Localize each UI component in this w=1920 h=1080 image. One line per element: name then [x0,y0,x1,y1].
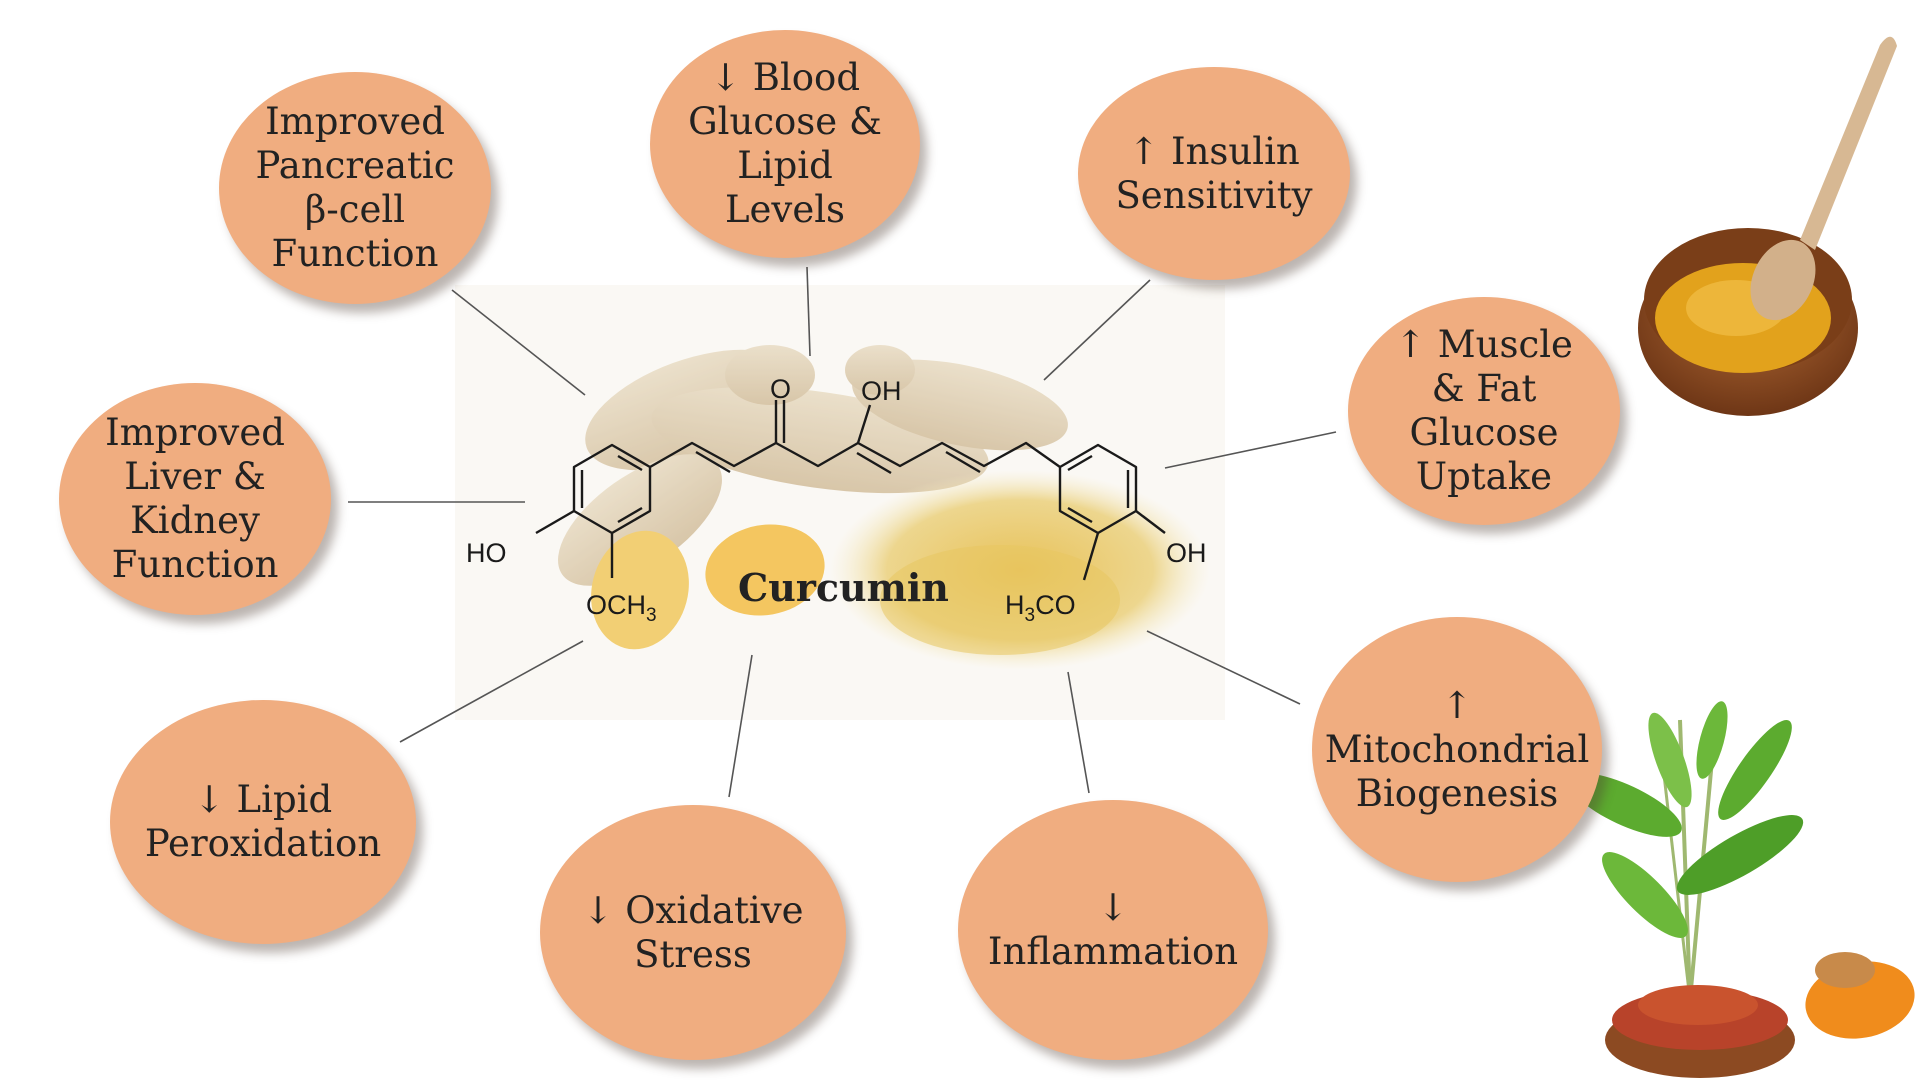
effect-label-oxidative: ↓ Oxidative Stress [582,888,804,976]
atom-labels: O OH HO OH OCH3 H3CO [466,374,1207,626]
effect-bubble-lipid-peroxidation: ↓ Lipid Peroxidation [110,700,416,944]
connector-lines [348,266,1337,798]
effect-bubble-insulin: ↑ Insulin Sensitivity [1078,67,1350,280]
effect-bubble-glucose-lipid: ↓ Blood Glucose & Lipid Levels [650,30,920,258]
curcumin-structure [535,400,1166,581]
effect-bubble-mitochondrial: ↑ Mitochondrial Biogenesis [1312,617,1602,882]
atom-och3-left: OCH3 [586,590,657,626]
atom-h3co-right: H3CO [1005,590,1076,626]
effect-label-liver-kidney: Improved Liver & Kidney Function [105,411,285,586]
effect-label-muscle-fat: ↑ Muscle & Fat Glucose Uptake [1395,323,1573,498]
effect-label-glucose-lipid: ↓ Blood Glucose & Lipid Levels [688,56,882,231]
atom-ho-left: HO [466,538,507,568]
turmeric-plant-with-paste-icon [1568,701,1915,1078]
effect-bubble-muscle-fat: ↑ Muscle & Fat Glucose Uptake [1348,297,1620,525]
effect-bubble-pancreatic: Improved Pancreatic β-cell Function [219,72,491,304]
atom-o-ketone: O [770,374,791,404]
effect-label-insulin: ↑ Insulin Sensitivity [1115,129,1313,217]
effect-label-mitochondrial: ↑ Mitochondrial Biogenesis [1324,683,1590,815]
effect-label-pancreatic: Improved Pancreatic β-cell Function [255,100,455,275]
atom-oh-right: OH [1166,538,1207,568]
effect-bubble-inflammation: ↓ Inflammation [958,800,1268,1060]
effect-bubble-oxidative: ↓ Oxidative Stress [540,805,846,1060]
effect-bubble-liver-kidney: Improved Liver & Kidney Function [59,383,331,615]
turmeric-rhizome-icon [558,345,1068,650]
effect-label-inflammation: ↓ Inflammation [987,886,1239,973]
curcumin-title: Curcumin [738,565,949,610]
atom-oh-enol: OH [861,376,902,406]
effect-label-lipid-peroxidation: ↓ Lipid Peroxidation [144,778,382,865]
turmeric-bowl-with-spoon-icon [1638,36,1897,416]
